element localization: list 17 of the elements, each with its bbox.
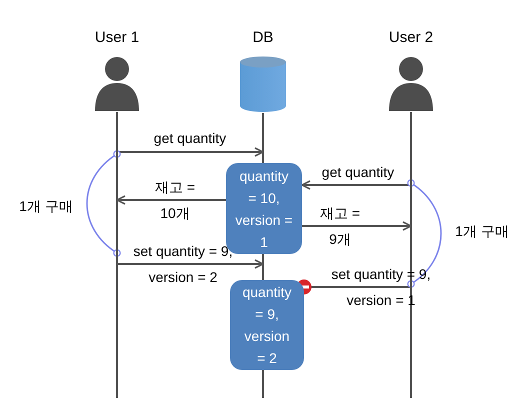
- message-arrow: [117, 147, 264, 157]
- bracket-curve: [407, 179, 442, 288]
- edge-label: 재고 = 9개: [318, 204, 362, 249]
- edge-label: 재고 = 10개: [154, 178, 196, 223]
- message-arrow: [117, 259, 264, 269]
- message-arrow: [301, 180, 411, 190]
- edge-label: 1개 구매: [18, 197, 74, 216]
- edge-label: 1개 구매: [454, 222, 510, 241]
- bracket-curve: [86, 150, 121, 257]
- edge-label: get quantity: [320, 163, 396, 182]
- participant-label: DB: [252, 28, 274, 48]
- participant-label: User 2: [388, 28, 434, 48]
- message-arrow: [116, 195, 226, 205]
- participant-label: User 1: [94, 28, 140, 48]
- edge-label: get quantity: [152, 129, 228, 148]
- state-box: quantity = 9, version = 2: [230, 280, 304, 370]
- message-arrow: [302, 221, 412, 231]
